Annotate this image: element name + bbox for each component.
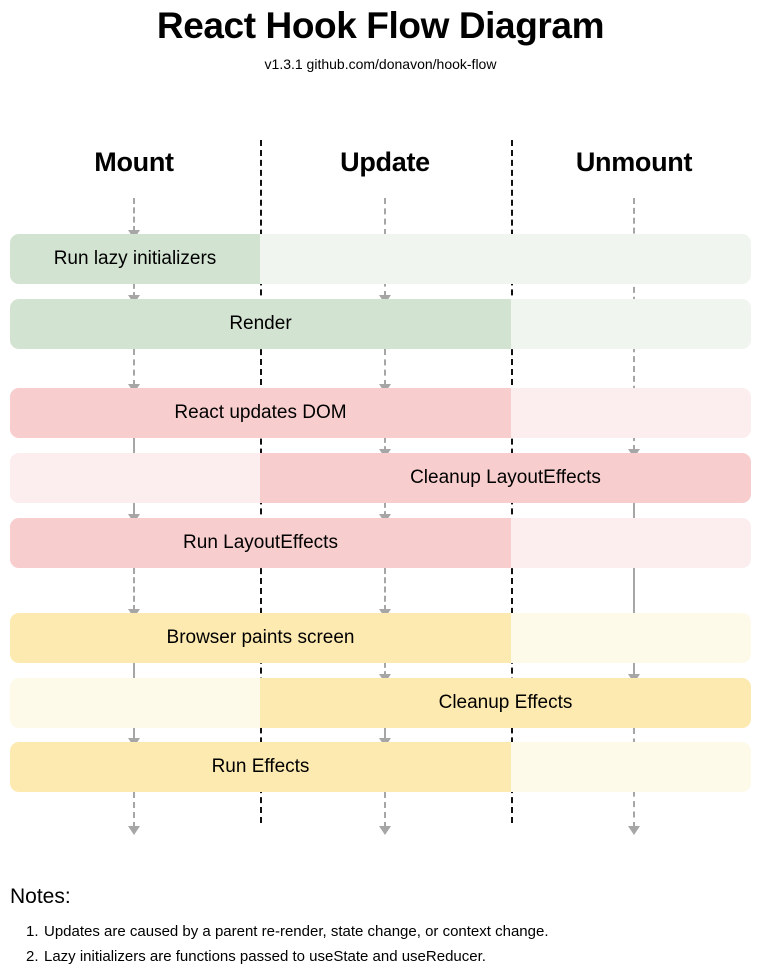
page-title: React Hook Flow Diagram [156, 5, 605, 46]
stage-bar-active [260, 678, 751, 728]
note-number: 2. [26, 948, 39, 965]
stage-bar-label: Cleanup LayoutEffects [410, 467, 601, 488]
stage-bar-active [10, 234, 260, 284]
flow-connector-mount-3 [133, 568, 135, 611]
stage-bar-active [260, 453, 751, 503]
flow-connector-unmount-0 [633, 503, 635, 676]
note-item: 1. Updates are caused by a parent re-rend… [26, 922, 549, 942]
flow-connector-mount-0 [133, 284, 135, 297]
stage-bar-label: Cleanup Effects [438, 692, 573, 713]
note-item: 2. Lazy initializers are functions passed… [26, 947, 486, 967]
flow-connector-update-2 [384, 503, 386, 516]
note-number: 1. [26, 923, 39, 940]
column-header-unmount: Unmount [575, 147, 693, 177]
stage-bar-active [10, 518, 511, 568]
notes-heading: Notes: [10, 885, 71, 908]
flow-arrowhead [379, 826, 391, 835]
flow-arrowhead [628, 826, 640, 835]
flow-connector-update-0 [384, 349, 386, 386]
flow-exit-update [384, 792, 386, 828]
stage-bar-label: Render [229, 313, 292, 334]
column-header-mount: Mount [94, 147, 174, 177]
stage-bar-label: Run LayoutEffects [183, 532, 338, 553]
page-subtitle: v1.3.1 github.com/donavon/hook-flow [264, 56, 497, 72]
column-header-update: Update [340, 147, 430, 177]
stage-bar-active [10, 299, 511, 349]
note-text: Updates are caused by a parent re-render… [44, 923, 549, 940]
flow-exit-mount [133, 792, 135, 828]
flow-connector-mount-1 [133, 349, 135, 386]
stage-bar-active [10, 388, 511, 438]
flow-entry-mount [133, 198, 135, 232]
flow-connector-update-5 [384, 728, 386, 740]
stage-bar-active [10, 742, 511, 792]
flow-connector-update-1 [384, 438, 386, 451]
stage-bar-label: React updates DOM [174, 402, 347, 423]
stage-bar-active [10, 613, 511, 663]
flow-connector-update-4 [384, 663, 386, 676]
flow-arrowhead [128, 826, 140, 835]
stage-bar-label: Run lazy initializers [53, 248, 217, 269]
flow-connector-update-3 [384, 568, 386, 611]
note-text: Lazy initializers are functions passed t… [44, 948, 486, 965]
stage-bar-label: Run Effects [211, 756, 310, 777]
stage-bar-label: Browser paints screen [166, 627, 355, 648]
